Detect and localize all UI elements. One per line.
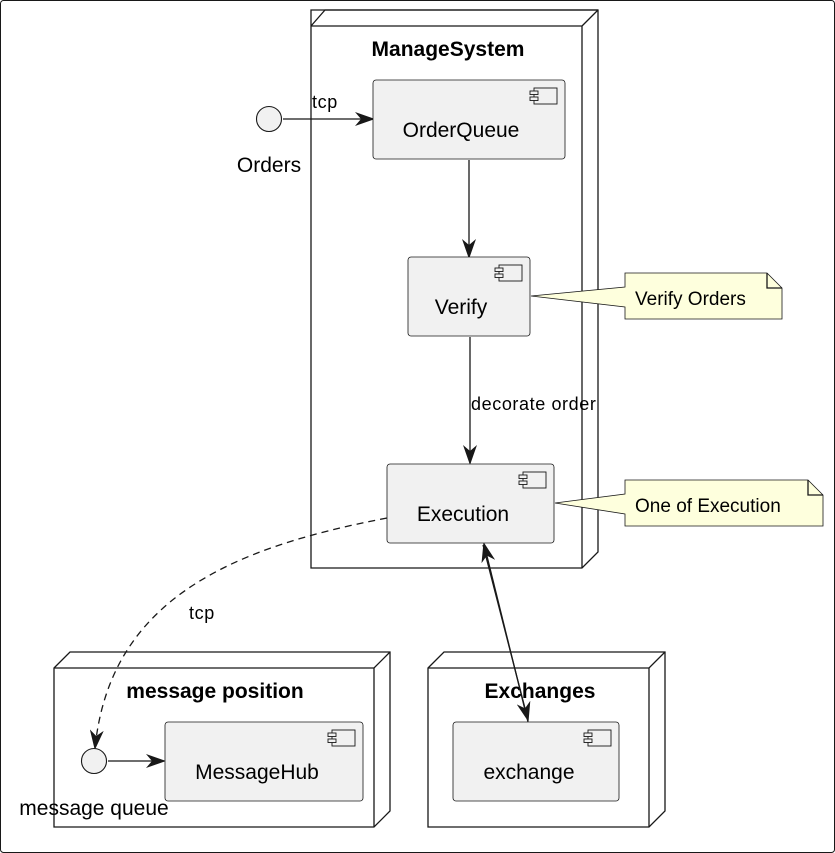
note-text-one-of-execution: One of Execution [635,496,781,517]
edge-label-tcp-message-queue: tcp [189,603,215,623]
node-title-message-position: message position [126,680,303,703]
component-orderqueue[interactable]: OrderQueue [372,79,566,160]
interface-message-queue[interactable]: message queue [19,747,169,821]
component-label-execution: Execution [417,503,509,526]
component-exchange[interactable]: exchange [452,721,620,802]
note-one-of-execution: One of Execution [554,479,824,527]
interface-label-message-queue: message queue [19,797,168,820]
uml-component-icon [529,87,558,105]
lollipop-interface-icon [80,747,108,775]
component-label-orderqueue: OrderQueue [403,119,520,142]
edge-label-decorate-order: decorate order [471,394,596,414]
node-title-exchanges: Exchanges [485,680,596,703]
component-label-verify: Verify [435,296,488,319]
component-verify[interactable]: Verify [407,256,531,337]
component-label-messagehub: MessageHub [195,761,319,784]
note-text-verify-orders: Verify Orders [635,289,746,310]
component-execution[interactable]: Execution [386,463,555,544]
component-messagehub[interactable]: MessageHub [164,721,364,802]
uml-component-icon [327,729,356,747]
interface-orders[interactable]: Orders [237,105,301,178]
component-label-exchange: exchange [483,761,574,784]
lollipop-interface-icon [255,105,283,133]
uml-component-icon [583,729,612,747]
edges: tcp decorate order tcp [89,92,596,768]
note-verify-orders: Verify Orders [530,272,783,320]
node-title-manage-system: ManageSystem [372,38,525,61]
uml-component-icon [494,264,523,282]
edge-exchange-to-execution [481,542,529,723]
uml-component-icon [518,471,547,489]
interface-label-orders: Orders [237,154,301,177]
edge-execution-to-message-queue [89,517,388,750]
edge-label-tcp-orders: tcp [312,92,338,112]
